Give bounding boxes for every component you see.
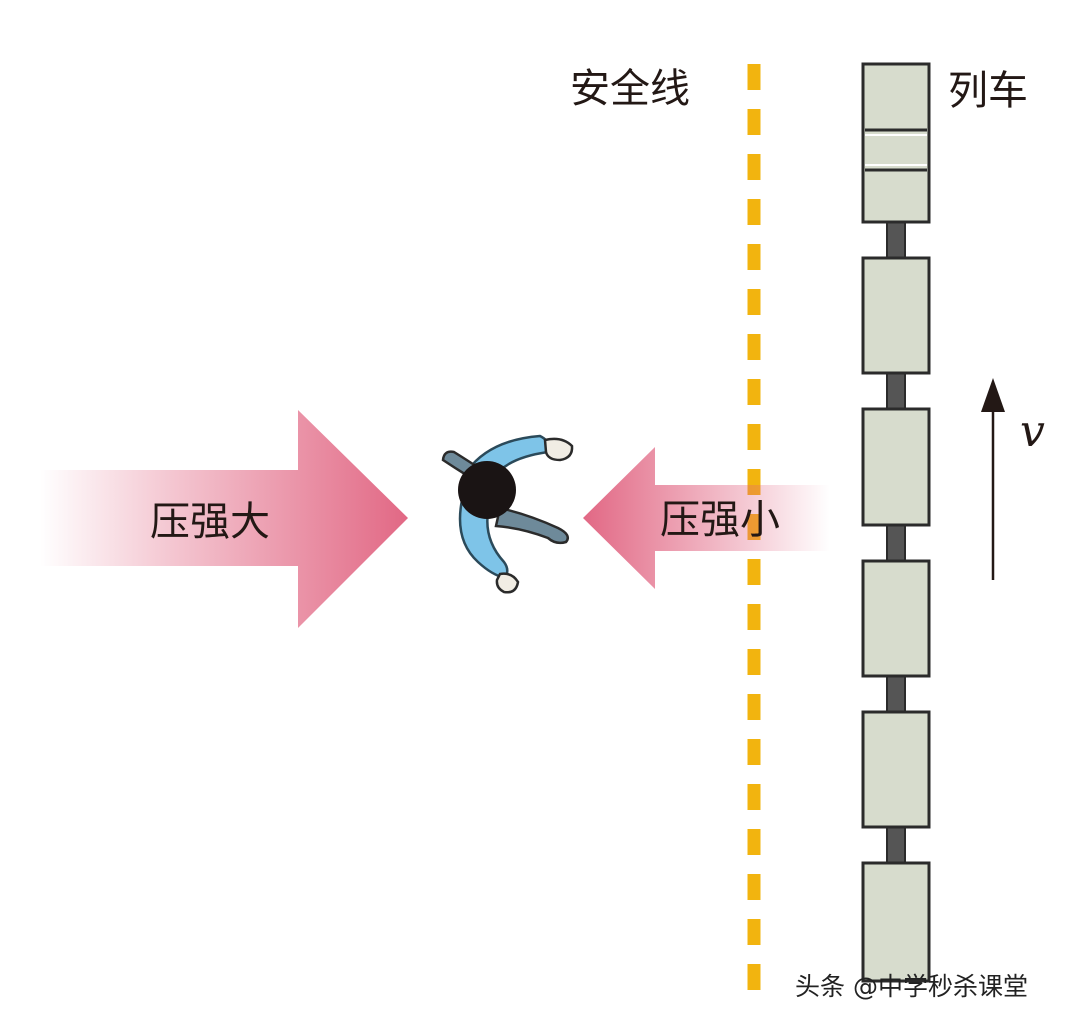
person-top-view-icon <box>441 434 574 594</box>
person-head <box>458 461 516 519</box>
train-car <box>861 407 931 527</box>
watermark-text: 头条 @中学秒杀课堂 <box>795 972 1028 1001</box>
train-lead-car <box>861 62 931 224</box>
train-coupler <box>886 826 906 864</box>
train-coupler <box>886 524 906 562</box>
train-car <box>861 559 931 678</box>
pressure-low-arrow <box>583 447 830 589</box>
pressure-low-label: 压强小 <box>660 497 780 543</box>
train-label: 列车 <box>948 68 1028 114</box>
pressure-high-label: 压强大 <box>150 499 270 545</box>
train-coupler <box>886 675 906 713</box>
train-car <box>861 861 931 983</box>
arrow-up-icon <box>981 378 1005 580</box>
pressure-high-arrow <box>40 410 408 628</box>
train-coupler <box>886 372 906 410</box>
train-top-view-icon <box>861 62 931 983</box>
safety-line-label: 安全线 <box>570 66 690 112</box>
train-car <box>861 710 931 829</box>
train-car <box>861 256 931 375</box>
train-coupler <box>886 221 906 259</box>
velocity-label: v <box>1020 406 1045 457</box>
